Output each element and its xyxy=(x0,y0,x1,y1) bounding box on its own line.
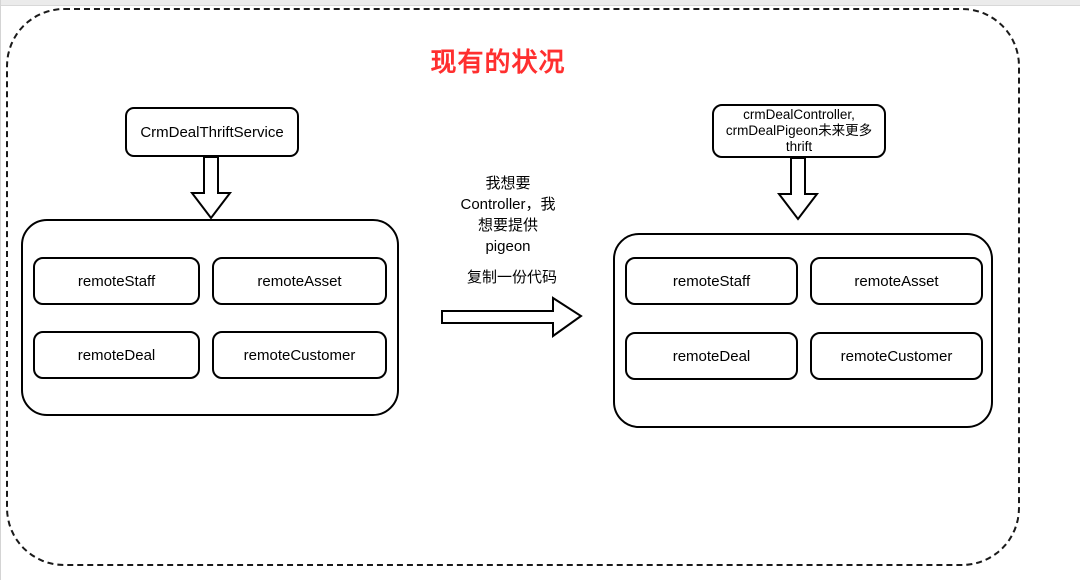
left-edge-line xyxy=(0,0,1,580)
down-arrow-icon-right xyxy=(775,157,821,221)
left-service-container xyxy=(21,219,399,416)
dashed-boundary-frame xyxy=(6,8,1020,566)
left-item-remote-customer: remoteCustomer xyxy=(212,331,387,379)
node-label: crmDealController, crmDealPigeon未来更多 thr… xyxy=(725,107,873,154)
node-label: CrmDealThriftService xyxy=(140,123,284,141)
left-item-remote-asset: remoteAsset xyxy=(212,257,387,305)
right-item-remote-staff: remoteStaff xyxy=(625,257,798,305)
top-edge-strip xyxy=(0,0,1080,6)
diagram-title: 现有的状况 xyxy=(430,47,566,77)
right-item-remote-deal: remoteDeal xyxy=(625,332,798,380)
down-arrow-icon-left xyxy=(188,156,234,220)
middle-action-text: 复制一份代码 xyxy=(466,269,557,286)
left-item-remote-deal: remoteDeal xyxy=(33,331,200,379)
middle-thought-text: 我想要 Controller，我 想要提供 pigeon xyxy=(460,175,556,255)
node-crm-deal-thrift-service: CrmDealThriftService xyxy=(125,107,299,157)
right-arrow-icon xyxy=(441,295,583,340)
right-item-remote-customer: remoteCustomer xyxy=(810,332,983,380)
right-item-remote-asset: remoteAsset xyxy=(810,257,983,305)
node-crm-deal-controller-pigeon: crmDealController, crmDealPigeon未来更多 thr… xyxy=(712,104,886,158)
left-item-remote-staff: remoteStaff xyxy=(33,257,200,305)
